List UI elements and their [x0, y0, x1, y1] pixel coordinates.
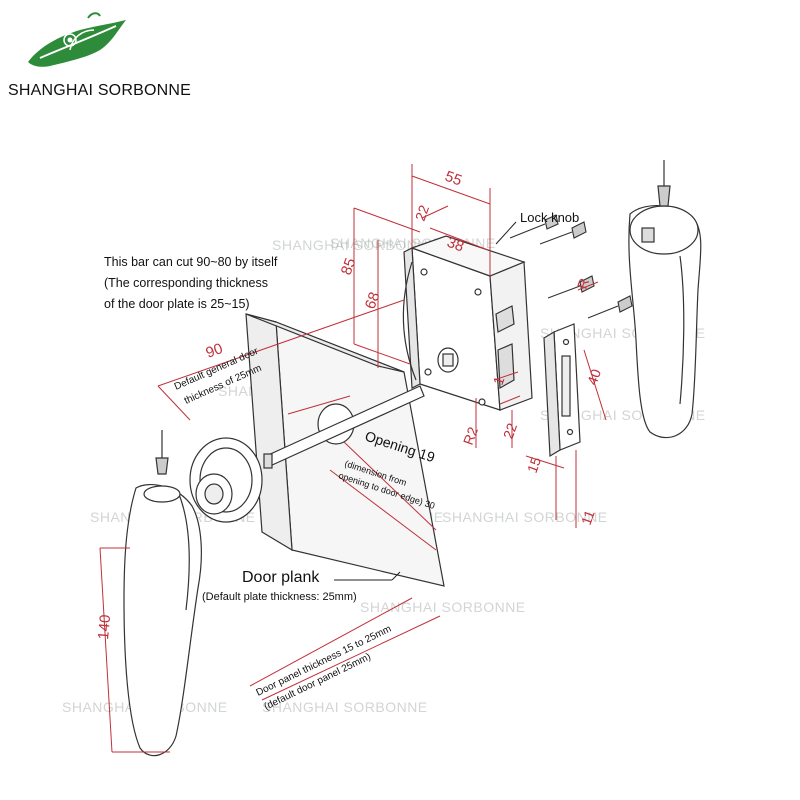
dimension-lines — [99, 164, 607, 753]
bar-note-line3: of the door plate is 25~15) — [104, 297, 250, 311]
leader-lines — [334, 221, 517, 581]
dim-15: 15 — [524, 455, 544, 475]
lock-body — [402, 235, 533, 411]
door-plank-label: Door plank — [242, 569, 320, 586]
spindle-bar — [263, 385, 425, 469]
dim-40: 40 — [584, 367, 604, 387]
dim-140: 140 — [95, 614, 114, 640]
watermark-text: SHANGHAI SORBONNE — [262, 699, 428, 715]
rosette — [189, 437, 263, 523]
watermark-text: SHANGHAI SORBONNE — [272, 237, 438, 253]
dim-85: 85 — [338, 256, 360, 277]
dim-68: 68 — [362, 290, 384, 311]
bar-note-line1: This bar can cut 90~80 by itself — [104, 255, 278, 269]
dim-22-top: 22 — [412, 203, 432, 223]
dim-22-bottom: 22 — [500, 421, 520, 441]
watermark-text: SHANGHAI SORBONNE — [360, 599, 526, 615]
dim-r2: R2 — [460, 425, 481, 447]
watermark-text: SHANGHAI SORBONNE — [442, 509, 608, 525]
dim-11: 11 — [578, 508, 598, 527]
dim-90: 90 — [204, 340, 225, 362]
screws — [509, 214, 633, 319]
dim-55: 55 — [443, 168, 464, 190]
bar-note-line2: (The corresponding thickness — [104, 276, 268, 290]
door-plank-sublabel: (Default plate thickness: 25mm) — [202, 591, 357, 603]
brand-logo — [28, 12, 126, 67]
door-plank — [245, 313, 445, 587]
front-lever — [123, 430, 202, 757]
striker-plate — [543, 323, 581, 458]
lock-knob-label: Lock knob — [520, 210, 579, 225]
brand-name: SHANGHAI SORBONNE — [8, 82, 191, 99]
rear-lever — [628, 160, 702, 439]
bar-note: This bar can cut 90~80 by itself (The co… — [104, 252, 277, 315]
dimension-values: 55 22 38 85 68 90 1 R2 22 R 40 15 11 140 — [95, 168, 604, 641]
dim-38: 38 — [445, 234, 466, 256]
